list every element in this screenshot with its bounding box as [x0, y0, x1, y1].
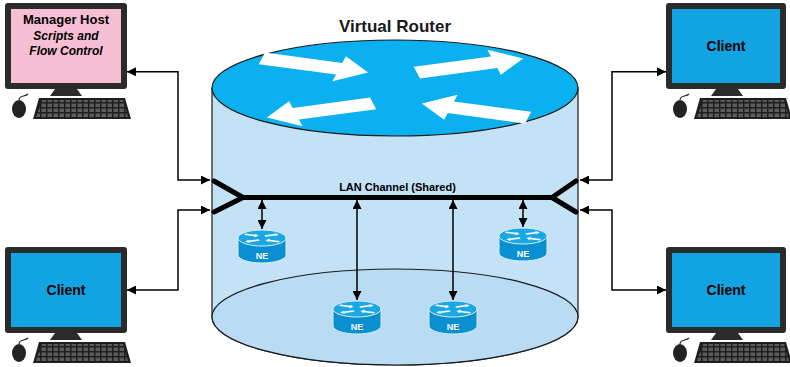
connector-arrow: [127, 72, 210, 180]
screen-label: Manager Host: [23, 12, 109, 28]
screen-label: Client: [47, 282, 86, 299]
client-monitor: Client: [666, 3, 786, 89]
lan-fork: [214, 181, 243, 212]
router-arrow: [505, 231, 521, 236]
channel-label: LAN Channel (Shared): [240, 180, 555, 194]
desk-set: [12, 333, 131, 363]
connector-arrow: [356, 200, 358, 300]
router-arrow: [339, 304, 355, 309]
ne-top: [238, 230, 286, 246]
ne-label: NE: [256, 251, 269, 261]
cylinder-top: [212, 40, 578, 136]
cylinder-floor: [212, 269, 578, 365]
router-title: Virtual Router: [210, 17, 580, 37]
connector-arrow: [580, 210, 666, 290]
router-arrows: [435, 304, 471, 315]
router-arrow: [264, 233, 280, 238]
ne-label: NE: [447, 322, 460, 332]
router-arrow: [244, 233, 260, 238]
connector-arrow: [127, 210, 210, 290]
manager-monitor: Manager HostScripts and Flow Control: [5, 3, 127, 89]
router-arrow: [260, 91, 380, 130]
connector-arrow: [452, 200, 454, 300]
ne-top: [499, 228, 547, 244]
connector-arrow: [261, 200, 263, 229]
router-arrow: [255, 46, 375, 85]
router-arrow: [244, 238, 260, 243]
desk-set: [673, 333, 790, 363]
router-arrow: [526, 236, 542, 241]
lan-fork: [552, 181, 576, 212]
client-monitor: Client: [5, 247, 127, 333]
router-cylinder: LAN Channel (Shared) NE NE NE NE Virtual Rout…: [210, 10, 580, 367]
router-arrow: [360, 309, 376, 314]
connector-arrow: [580, 72, 666, 180]
router-arrows: [505, 231, 541, 242]
router-arrow: [505, 236, 521, 241]
router-arrows: [244, 233, 280, 244]
ne-router: NE: [237, 229, 287, 265]
router-arrow: [359, 304, 375, 309]
router-arrow: [265, 238, 281, 243]
router-arrow: [525, 231, 541, 236]
screen-label: Scripts and Flow Control: [23, 29, 109, 59]
client-monitor: Client: [666, 247, 786, 333]
desk-set: [12, 89, 131, 119]
router-arrow: [456, 309, 472, 314]
connector-arrow: [522, 200, 524, 227]
ne-router: NE: [428, 300, 478, 336]
lan-channel: LAN Channel (Shared): [240, 180, 555, 200]
router-arrow: [415, 91, 535, 130]
ne-label: NE: [351, 322, 364, 332]
router-arrow: [339, 309, 355, 314]
router-arrow: [435, 304, 451, 309]
router-arrows: [339, 304, 375, 315]
router-arrow: [435, 309, 451, 314]
ne-top: [333, 301, 381, 317]
ne-label: NE: [517, 249, 530, 259]
router-arrow: [455, 304, 471, 309]
ne-router: NE: [332, 300, 382, 336]
router-arrows: [255, 46, 535, 130]
desk-set: [673, 89, 790, 119]
ne-top: [429, 301, 477, 317]
screen-label: Client: [707, 38, 746, 55]
router-arrow: [410, 46, 530, 85]
screen-label: Client: [707, 282, 746, 299]
ne-router: NE: [498, 227, 548, 263]
